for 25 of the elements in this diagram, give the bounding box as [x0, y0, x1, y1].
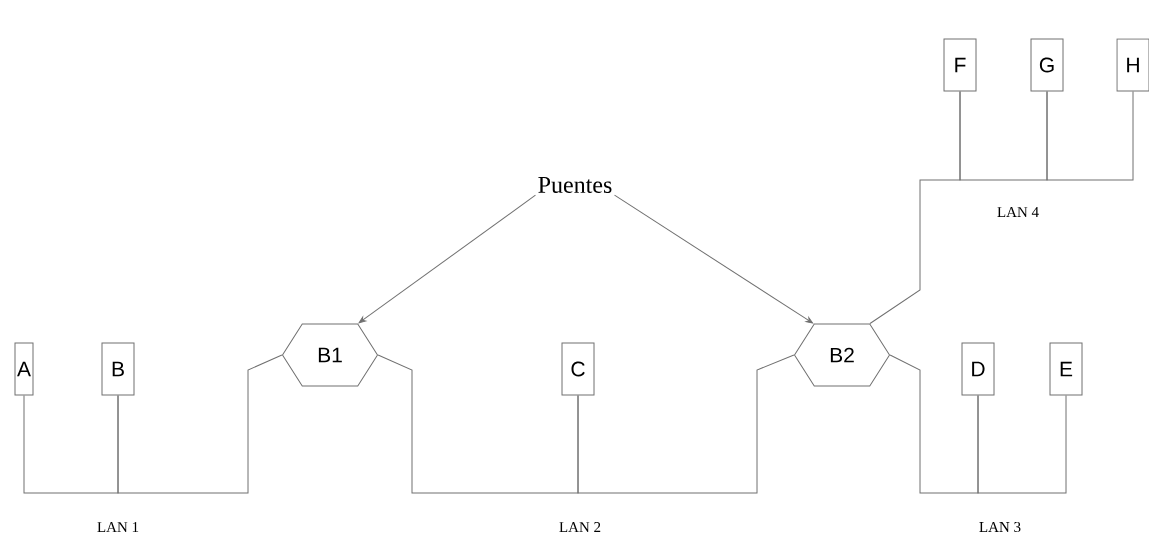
- bus-line: [377, 354, 579, 494]
- station-box: E: [1049, 342, 1083, 396]
- lan-label: LAN 1: [97, 522, 139, 532]
- station-box: A: [14, 342, 34, 396]
- bridge-hexagon: B2: [794, 323, 890, 387]
- bus-line: [577, 354, 795, 494]
- bus-line: [959, 91, 1048, 181]
- bus-line: [117, 354, 283, 494]
- station-box: D: [961, 342, 995, 396]
- callout-text: Puentes: [538, 177, 612, 193]
- bus-line: [977, 395, 1067, 494]
- station-box: H: [1116, 38, 1149, 92]
- arrow: [614, 194, 814, 324]
- station-box: F: [943, 38, 977, 92]
- arrow: [358, 194, 536, 324]
- lan-label: LAN 4: [997, 207, 1039, 217]
- station-box: C: [561, 342, 595, 396]
- station-box: G: [1030, 38, 1064, 92]
- lan-label: LAN 2: [559, 522, 601, 532]
- lan-label: LAN 3: [979, 521, 1021, 533]
- bus-line: [23, 395, 119, 494]
- bus-line: [1046, 91, 1134, 181]
- bridge-hexagon: B1: [282, 323, 378, 387]
- station-box: B: [101, 342, 135, 396]
- bus-line: [889, 354, 979, 494]
